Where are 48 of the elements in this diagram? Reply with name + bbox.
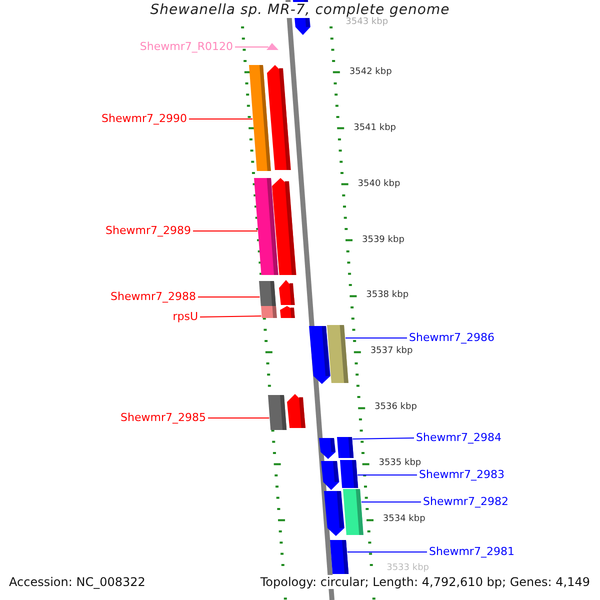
gene-label: Shewmr7_2989 [106, 224, 191, 238]
leader-line [198, 296, 260, 298]
gene-bar [343, 489, 364, 535]
gene-block [321, 461, 340, 490]
gene-block [280, 306, 295, 318]
scale-label: 3543 kbp [346, 17, 388, 29]
scale-label: 3541 kbp [354, 122, 396, 135]
gene-bar [327, 325, 348, 383]
gene-block [287, 394, 306, 428]
gene-bar [261, 306, 277, 318]
genome-summary: Topology: circular; Length: 4,792,610 bp; Genes: 4,149 [260, 575, 590, 589]
gene-block [272, 178, 296, 275]
scale-label: 3540 kbp [358, 178, 400, 191]
gene-label: Shewmr7_2988 [110, 290, 196, 304]
gene-block [324, 491, 344, 536]
gene-label: Shewmr7_2981 [429, 545, 514, 559]
gene-bar [330, 540, 349, 574]
gene-label: Shewmr7_2985 [120, 411, 206, 425]
scale-label: 3542 kbp [349, 66, 392, 79]
leader-line [192, 230, 258, 232]
gene-block [319, 438, 336, 459]
leader-line [200, 316, 262, 318]
leader-line [188, 118, 254, 120]
gene-label: Shewmr7_2984 [416, 431, 502, 445]
scale-label: 3535 kbp [378, 457, 422, 470]
gene-bar [259, 281, 276, 306]
gene-label: Shewmr7_2990 [102, 112, 187, 126]
gene-bar [249, 65, 271, 171]
rna-gene-marker [266, 43, 278, 50]
gene-block [267, 65, 291, 170]
gene-label: rpsU [172, 310, 198, 324]
gene-bar [340, 460, 358, 488]
gene-label: Shewmr7_2983 [419, 468, 504, 482]
gene-block [309, 326, 330, 384]
gene-bar [337, 437, 354, 458]
gene-label: Shewmr7_R0120 [140, 40, 233, 54]
gene-bar [268, 395, 287, 430]
scale-label: 3537 kbp [370, 345, 413, 358]
scale-label: 3539 kbp [362, 234, 404, 247]
scale-label: 3536 kbp [374, 401, 417, 414]
leader-line [357, 474, 418, 476]
gene-label: Shewmr7_2986 [409, 331, 494, 345]
gene-label: Shewmr7_2982 [423, 495, 508, 509]
scale-label: 3534 kbp [382, 513, 426, 526]
accession-label: Accession: NC_008322 [9, 575, 146, 589]
scale-label: 3538 kbp [366, 289, 409, 302]
leader-line [352, 438, 414, 440]
scale-label: 3533 kbp [386, 562, 429, 575]
